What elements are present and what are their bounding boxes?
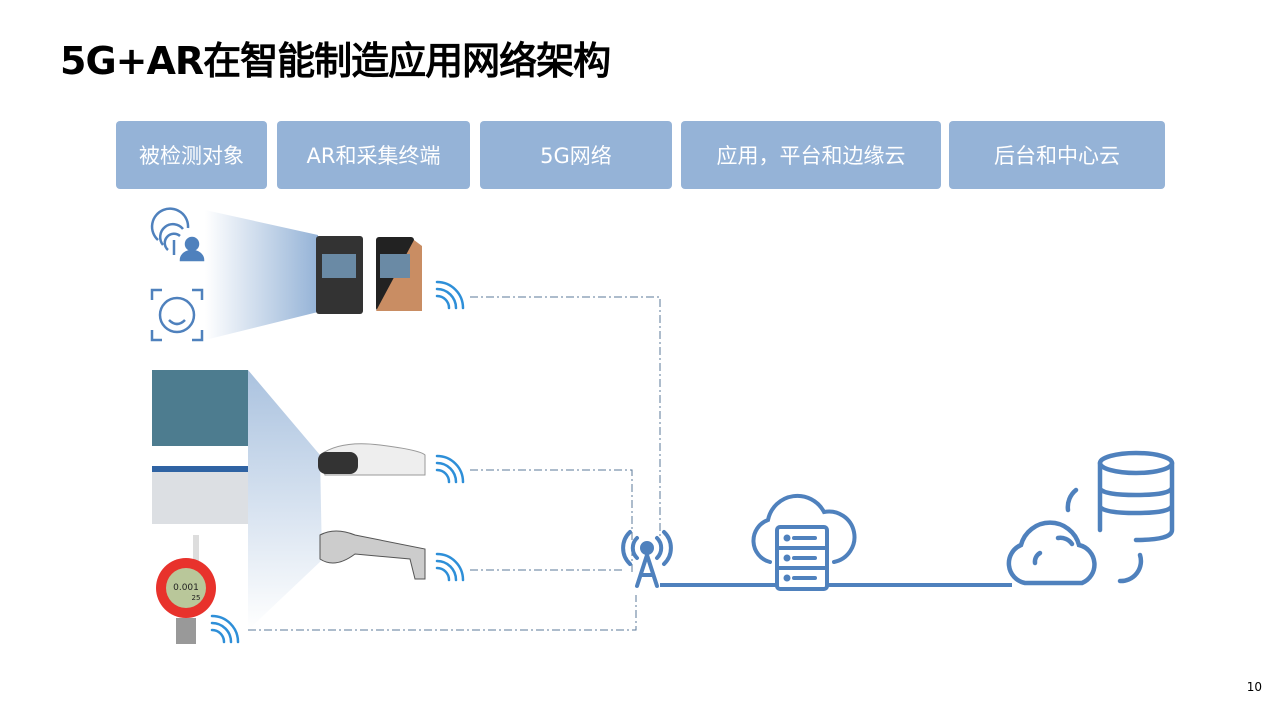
center-cloud-database-icon bbox=[1006, 450, 1175, 586]
face-terminal-device bbox=[316, 236, 422, 314]
projection-beam bbox=[205, 210, 318, 340]
wireless-signal-icon bbox=[435, 454, 465, 484]
header-inspected-objects: 被检测对象 bbox=[116, 121, 267, 189]
ar-headset-device bbox=[318, 443, 426, 476]
fingerprint-user-icon bbox=[150, 207, 205, 262]
5g-tower-icon bbox=[621, 530, 673, 588]
face-recognition-icon bbox=[150, 288, 204, 342]
header-center-cloud: 后台和中心云 bbox=[949, 121, 1165, 189]
sensor-reading: 0.001 bbox=[173, 583, 199, 593]
wireless-signal-icon bbox=[435, 552, 465, 582]
sensor-sub-reading: 25 bbox=[192, 594, 201, 602]
ar-glasses-device bbox=[319, 530, 426, 580]
header-edge-cloud: 应用，平台和边缘云 bbox=[681, 121, 941, 189]
header-5g-network: 5G网络 bbox=[480, 121, 672, 189]
projection-beam bbox=[248, 370, 322, 630]
page-title: 5G+AR在智能制造应用网络架构 bbox=[60, 39, 611, 83]
header-ar-terminals: AR和采集终端 bbox=[277, 121, 470, 189]
industrial-ar-image bbox=[152, 370, 248, 524]
wireless-signal-icon bbox=[435, 280, 465, 310]
wireless-links bbox=[248, 296, 661, 631]
page-number: 10 bbox=[1246, 680, 1262, 694]
wireless-signal-icon bbox=[210, 614, 240, 644]
edge-cloud-server-icon bbox=[751, 493, 857, 591]
pressure-sensor-device: 0.001 25 bbox=[156, 535, 216, 644]
